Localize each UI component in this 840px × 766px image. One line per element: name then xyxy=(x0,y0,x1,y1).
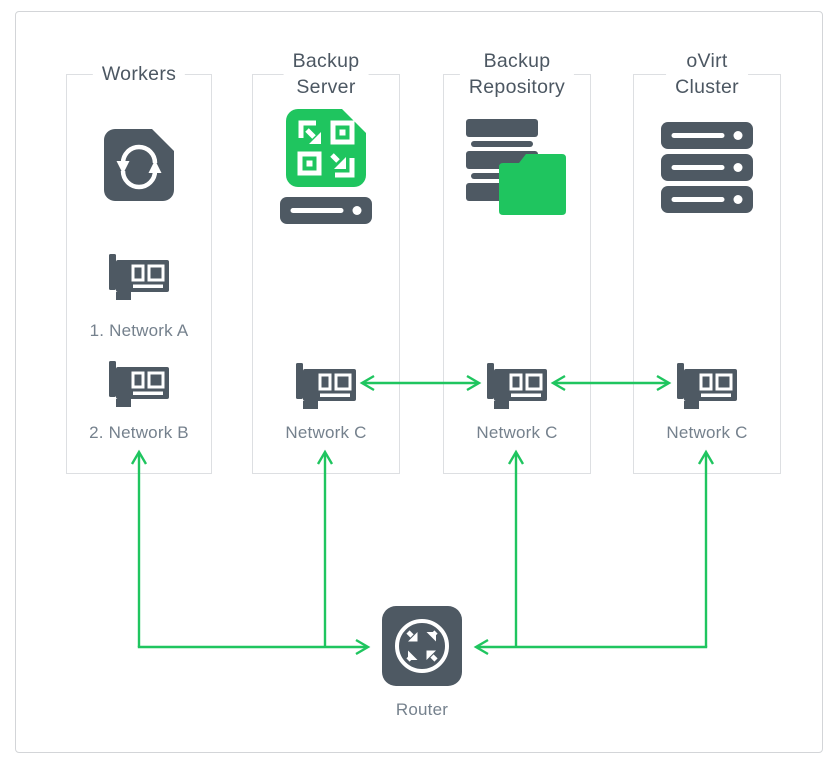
disk-appliance-icon xyxy=(280,197,372,224)
folder-icon xyxy=(499,154,566,215)
network-card-icon xyxy=(108,254,170,300)
title-line: Workers xyxy=(101,63,177,85)
network-card-icon xyxy=(295,363,357,409)
title-line: Backup xyxy=(292,50,360,72)
ovirt-cluster-title: oVirt Cluster xyxy=(666,48,748,100)
network-card-icon xyxy=(676,363,738,409)
title-line: Server xyxy=(296,76,356,98)
network-c-label: Network C xyxy=(476,423,558,442)
title-line: Repository xyxy=(468,76,566,98)
vprotect-logo-icon xyxy=(286,109,366,187)
router-label: Router xyxy=(395,700,449,719)
network-b-label: 2. Network B xyxy=(89,423,189,442)
backup-repository-box: Backup Repository Network C xyxy=(443,48,591,474)
storage-stack-folder-icon xyxy=(466,119,566,215)
network-card-icon xyxy=(486,363,548,409)
outer-frame xyxy=(15,11,823,753)
server-stack-icon xyxy=(661,122,753,213)
backup-server-box: Backup Server xyxy=(252,48,400,474)
sync-file-icon xyxy=(104,129,174,201)
server-unit-icon xyxy=(661,186,753,213)
server-unit-icon xyxy=(661,154,753,181)
title-line: oVirt xyxy=(686,50,728,72)
workers-title: Workers xyxy=(92,61,186,87)
title-line: Backup xyxy=(483,50,551,72)
server-unit-icon xyxy=(661,122,753,149)
network-a-label: 1. Network A xyxy=(89,321,189,340)
backup-repository-title: Backup Repository xyxy=(459,48,575,100)
backup-server-title: Backup Server xyxy=(283,48,369,100)
network-c-label: Network C xyxy=(666,423,748,442)
workers-box: Workers 1. Network A xyxy=(66,61,212,474)
network-card-icon xyxy=(108,361,170,407)
ovirt-cluster-box: oVirt Cluster xyxy=(633,48,781,474)
title-line: Cluster xyxy=(675,76,739,98)
network-c-label: Network C xyxy=(285,423,367,442)
router-arrows-icon xyxy=(382,606,462,686)
